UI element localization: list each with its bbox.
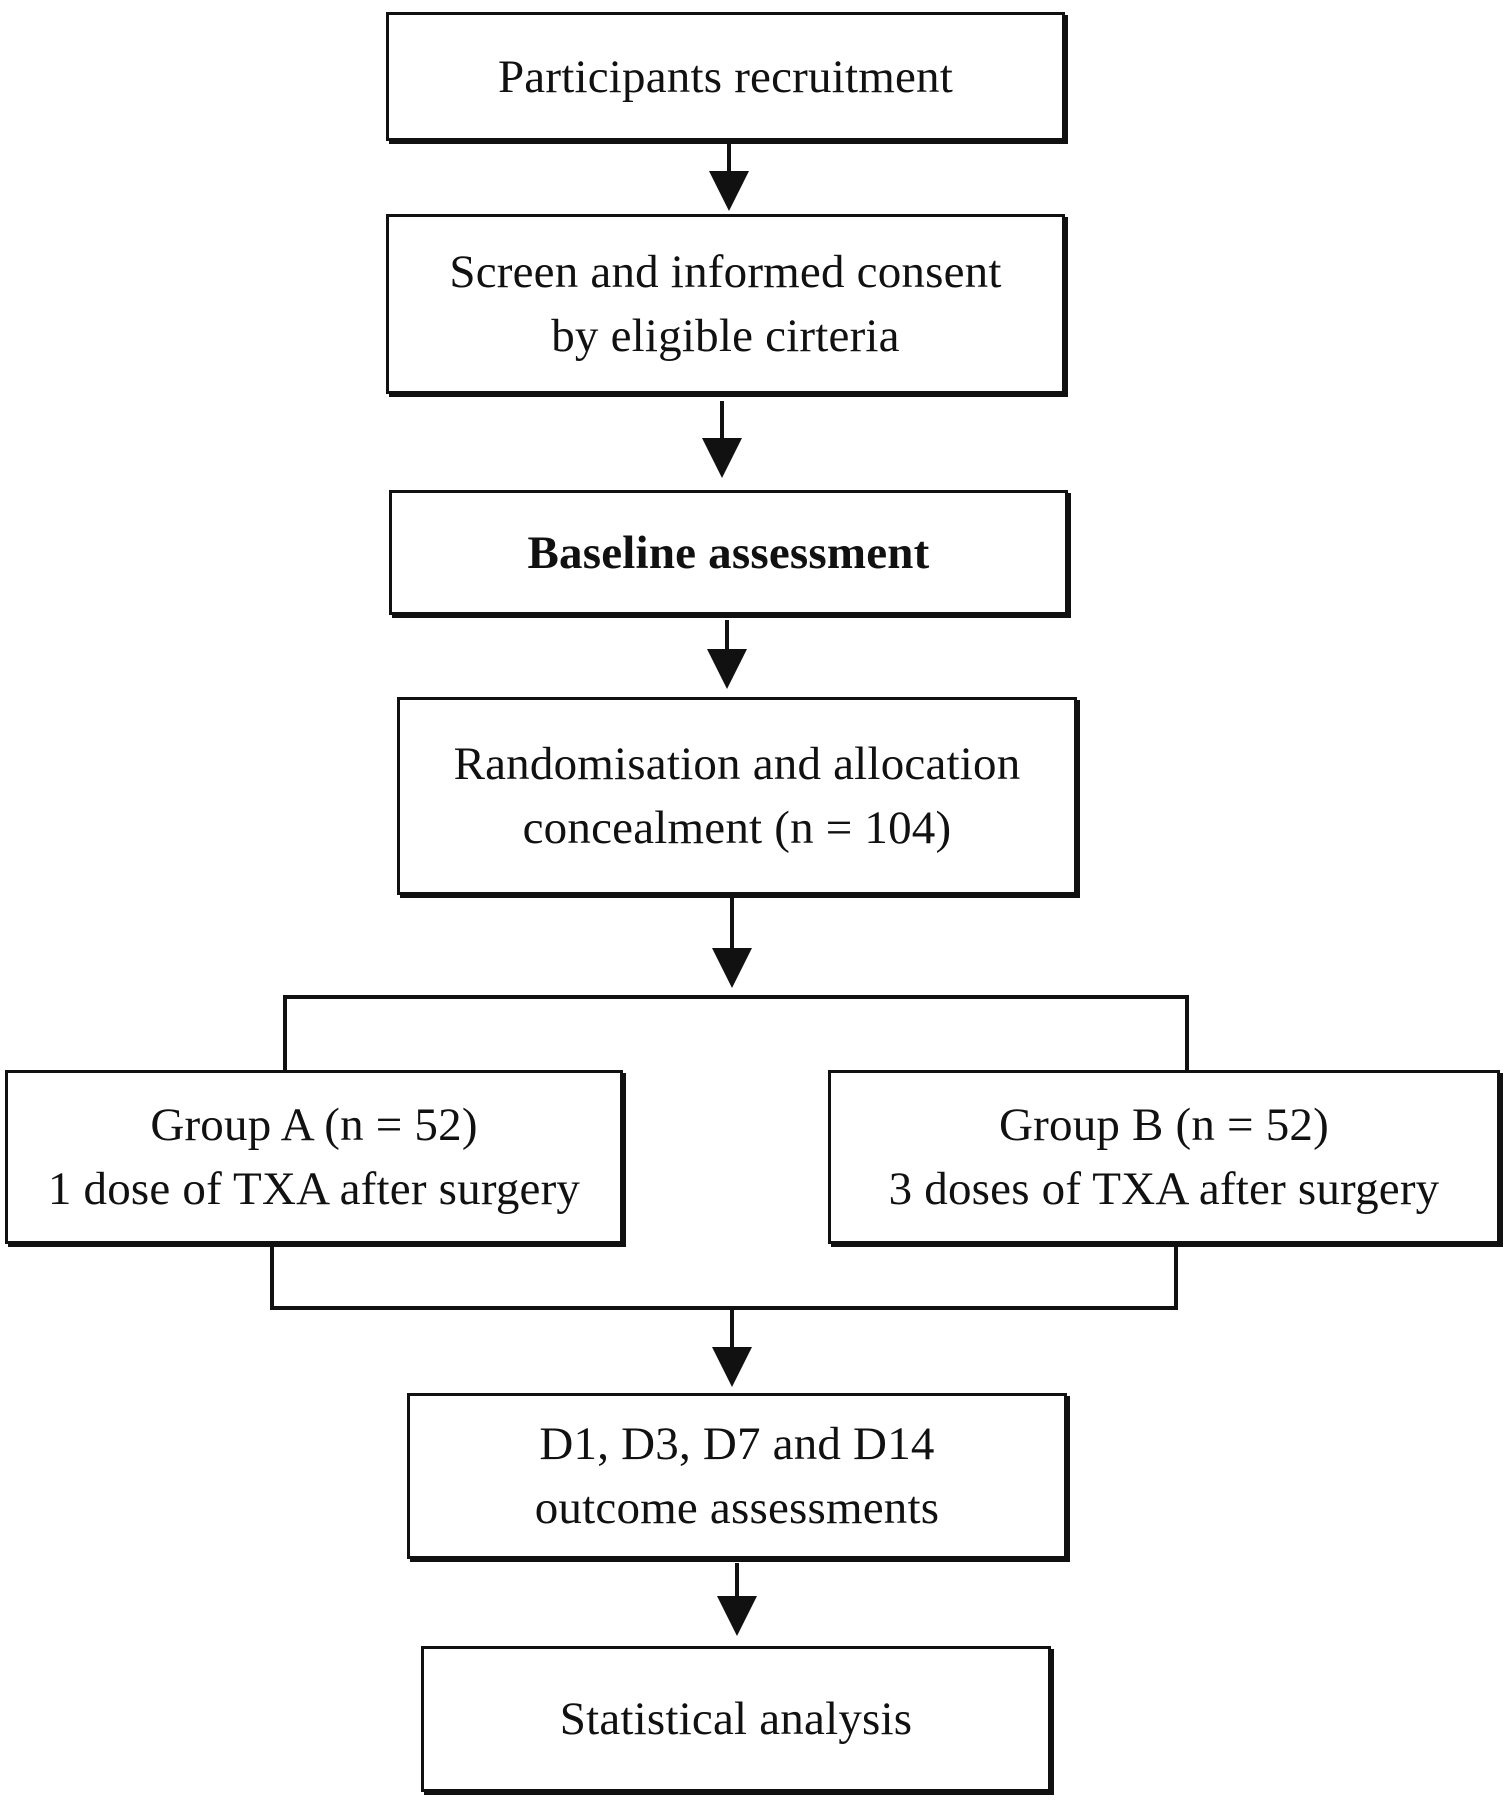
recruitment-line-1: Participants recruitment <box>497 50 954 103</box>
randomisation-line-2: concealment (n = 104) <box>522 802 952 854</box>
box-participants-recruitment: Participants recruitment <box>386 12 1065 141</box>
outcomes-line-2: outcome assessments <box>534 1482 940 1534</box>
group-b-line-1: Group B (n = 52) <box>999 1099 1329 1151</box>
group-a-line-2: 1 dose of TXA after surgery <box>47 1163 581 1215</box>
box-statistical-analysis: Statistical analysis <box>421 1646 1051 1792</box>
baseline-line-1: Baseline assessment <box>527 526 930 579</box>
box-baseline-assessment: Baseline assessment <box>389 490 1068 615</box>
split-connector <box>283 995 1189 1070</box>
outcomes-line-1: D1, D3, D7 and D14 <box>539 1418 935 1470</box>
box-randomisation: Randomisation and allocation concealment… <box>397 697 1077 895</box>
analysis-line-1: Statistical analysis <box>559 1693 913 1745</box>
box-screen-and-consent: Screen and informed consent by eligible … <box>386 214 1065 394</box>
box-group-b: Group B (n = 52) 3 doses of TXA after su… <box>828 1070 1500 1244</box>
randomisation-line-1: Randomisation and allocation <box>453 738 1021 790</box>
box-outcome-assessments: D1, D3, D7 and D14 outcome assessments <box>407 1393 1067 1559</box>
group-a-line-1: Group A (n = 52) <box>150 1099 478 1151</box>
group-b-line-2: 3 doses of TXA after surgery <box>888 1163 1440 1215</box>
screen-line-1: Screen and informed consent <box>449 246 1002 298</box>
merge-connector <box>270 1247 1178 1310</box>
screen-line-2: by eligible cirteria <box>551 310 900 362</box>
box-group-a: Group A (n = 52) 1 dose of TXA after sur… <box>5 1070 623 1244</box>
